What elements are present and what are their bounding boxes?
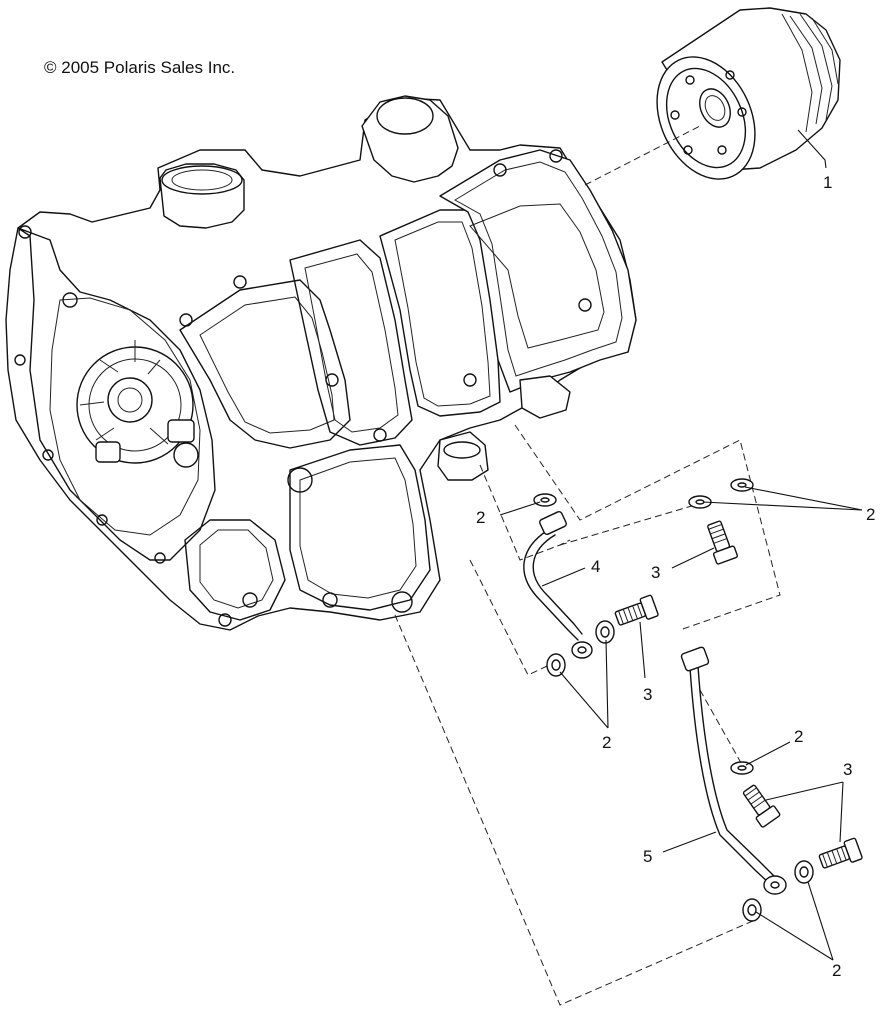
washer-top-left — [533, 493, 557, 507]
callout-washers-top-right: 2 — [866, 505, 875, 524]
callout-oil-line-upper: 4 — [591, 557, 600, 576]
callout-washer-lower-right: 2 — [794, 727, 803, 746]
bolt-middle — [614, 594, 659, 626]
assembly-lines — [394, 424, 781, 1006]
engine-crankcase — [5, 95, 637, 631]
callout-washers-bottom: 2 — [832, 961, 841, 980]
washer-bottom-a — [742, 898, 762, 922]
washer-lower-right — [730, 761, 754, 775]
bolt-top-right — [707, 520, 738, 565]
oil-line-lower — [680, 646, 787, 895]
callout-bolts-lower-right: 3 — [843, 760, 852, 779]
callout-oil-line-lower: 5 — [643, 847, 652, 866]
bolt-lower-right-b — [818, 837, 863, 869]
copyright-notice: © 2005 Polaris Sales Inc. — [44, 58, 236, 77]
washer-top-right-b — [730, 478, 754, 492]
callout-washers-middle: 2 — [602, 733, 611, 752]
bolt-lower-right-a — [742, 784, 781, 828]
callout-washer-top-left: 2 — [476, 508, 485, 527]
callout-bolt-middle: 3 — [643, 685, 652, 704]
callout-oil-filter: 1 — [823, 173, 832, 192]
oil-line-upper — [523, 510, 593, 659]
washers — [533, 478, 814, 922]
banjo-bolts — [614, 520, 863, 869]
washer-bottom-b — [794, 860, 814, 884]
washer-middle-b — [595, 620, 615, 644]
callouts: 1 2 2 3 4 3 2 2 3 5 2 — [476, 173, 875, 980]
oil-filter — [584, 7, 841, 186]
callout-bolt-top-right: 3 — [651, 563, 660, 582]
washer-middle-a — [546, 653, 566, 677]
leader-lines — [499, 129, 863, 961]
